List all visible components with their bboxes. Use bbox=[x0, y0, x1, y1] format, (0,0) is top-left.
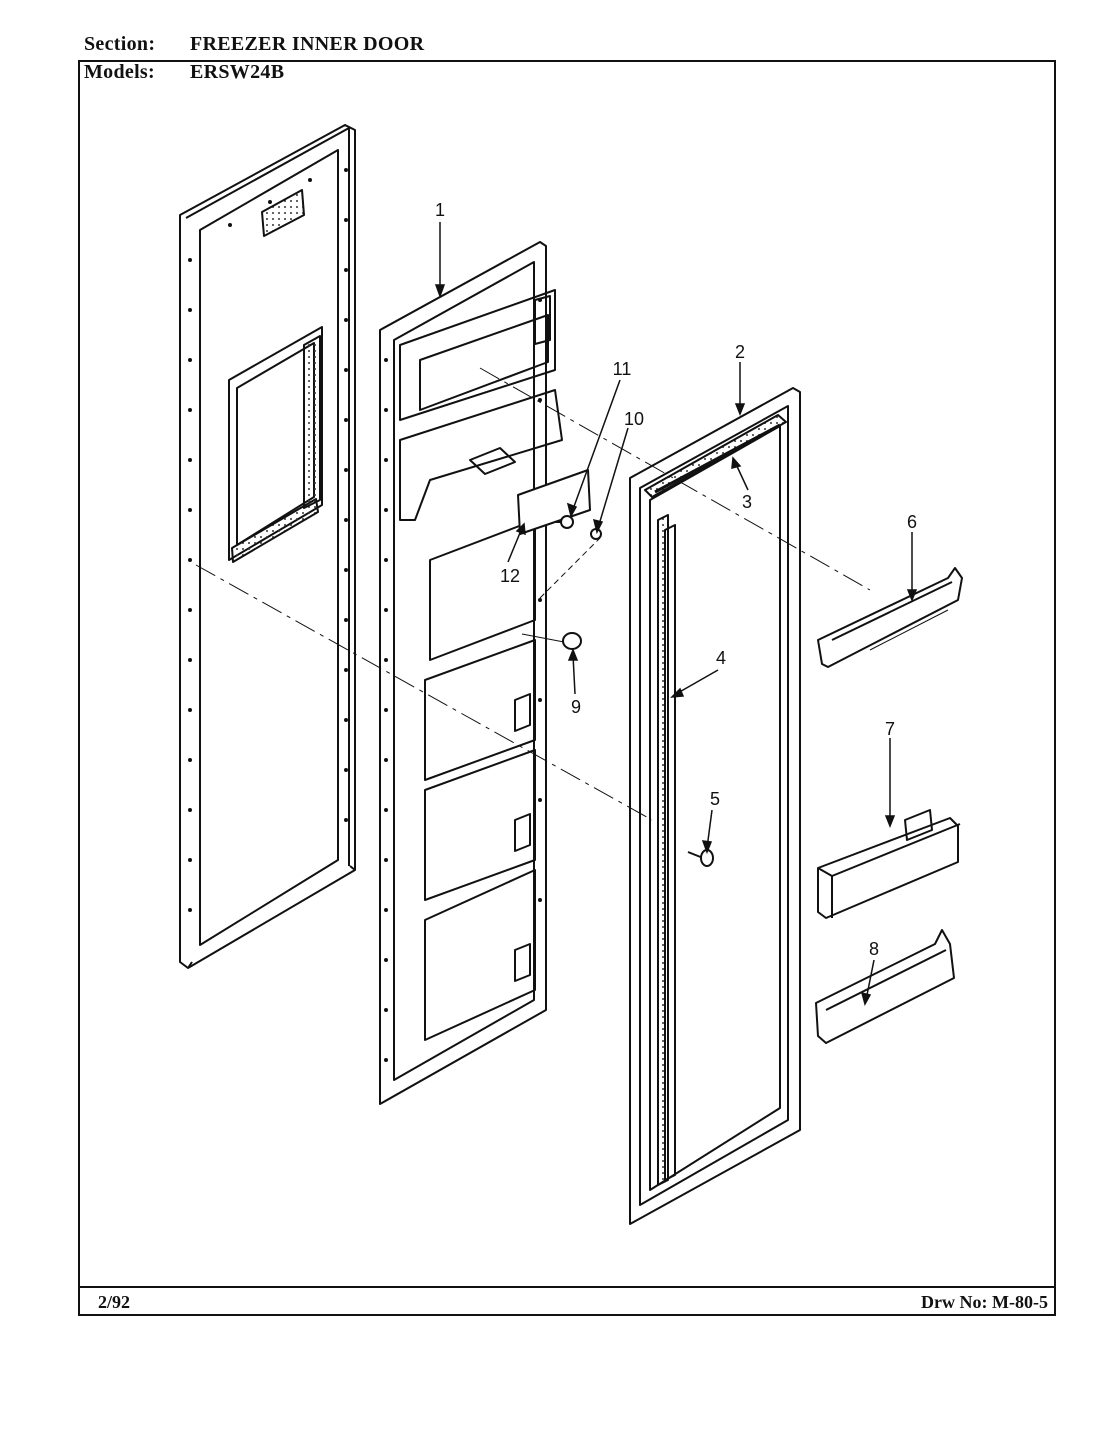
callout-10: 10 bbox=[624, 409, 644, 429]
drawing-number: Drw No: M-80-5 bbox=[921, 1292, 1048, 1312]
plug bbox=[562, 632, 582, 650]
callout-4: 4 bbox=[716, 648, 726, 668]
mounting-screw bbox=[687, 849, 714, 867]
inner-door-liner bbox=[379, 241, 563, 1105]
callout-9: 9 bbox=[571, 697, 581, 717]
gasket-strip bbox=[654, 423, 781, 494]
callout-6: 6 bbox=[907, 512, 917, 532]
callout-7: 7 bbox=[885, 719, 895, 739]
outer-door-screw-holes bbox=[188, 168, 348, 912]
door-shelf-upper bbox=[817, 567, 963, 668]
callout-1: 1 bbox=[435, 200, 445, 220]
section-label: Section: bbox=[84, 33, 156, 55]
trim-screw bbox=[556, 515, 574, 529]
models-label: Models: bbox=[84, 61, 155, 83]
callout-5: 5 bbox=[710, 789, 720, 809]
callout-leaders bbox=[434, 222, 918, 1006]
alignment-lines bbox=[195, 367, 871, 821]
callout-8: 8 bbox=[869, 939, 879, 959]
callout-3: 3 bbox=[742, 492, 752, 512]
dispenser-trim bbox=[517, 469, 591, 535]
door-shelf-lower bbox=[815, 929, 955, 1044]
outer-door-panel bbox=[179, 124, 356, 969]
callout-2: 2 bbox=[735, 342, 745, 362]
callout-11: 11 bbox=[613, 359, 632, 379]
callout-12: 12 bbox=[500, 566, 520, 586]
model-number: ERSW24B bbox=[190, 61, 285, 83]
drawing-date: 2/92 bbox=[98, 1292, 131, 1312]
door-bin-deep bbox=[817, 809, 961, 919]
footer-divider bbox=[78, 1286, 1056, 1288]
breaker-strip bbox=[664, 524, 676, 1181]
section-title: FREEZER INNER DOOR bbox=[190, 33, 425, 55]
drawing-frame bbox=[78, 60, 1056, 1316]
